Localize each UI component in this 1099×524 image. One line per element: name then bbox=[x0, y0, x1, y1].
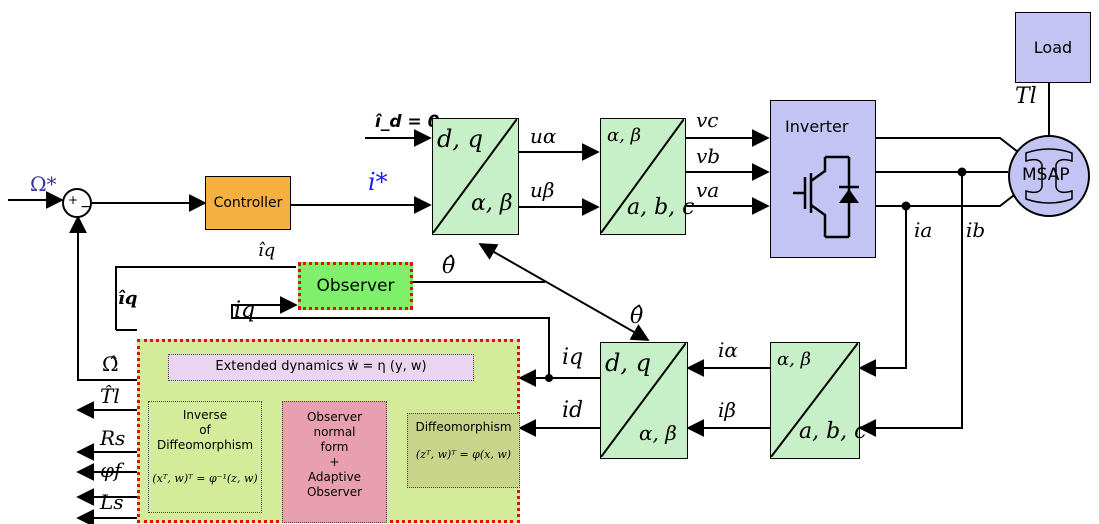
normal-form-line-1: Observer bbox=[306, 410, 363, 424]
controller-label: Controller bbox=[213, 195, 283, 211]
diagonal-line bbox=[771, 343, 858, 457]
diffeomorphism-title: Diffeomorphism bbox=[415, 420, 512, 434]
iq-hat-bold-label: îq bbox=[118, 288, 138, 309]
dq-block-top-label: d, q bbox=[437, 125, 483, 153]
normal-form-line-6: Observer bbox=[306, 485, 363, 499]
i-beta-label: iβ bbox=[718, 398, 736, 422]
summing-junction bbox=[62, 188, 92, 218]
load-block: Load bbox=[1015, 12, 1091, 83]
diagonal-line bbox=[601, 343, 686, 457]
i-q-out-label: iq bbox=[562, 345, 584, 370]
inverter-label: Inverter bbox=[785, 117, 849, 136]
t-l-hat-label: T̂l bbox=[100, 384, 120, 408]
observer-label: Observer bbox=[316, 276, 395, 296]
motor-label: MSAP bbox=[1022, 165, 1070, 185]
diffeomorphism-equation: (zᵀ, w)ᵀ = φ(x, w) bbox=[415, 448, 512, 461]
u-beta-label: uβ bbox=[530, 178, 555, 202]
extended-dynamics-label: Extended dynamics ẇ = η (y, w) bbox=[215, 359, 427, 374]
adaptive-observer-panel: Extended dynamics ẇ = η (y, w) Inverse o… bbox=[137, 339, 520, 523]
theta-hat-top-label: θ̂ bbox=[442, 254, 456, 279]
i-alpha-label: iα bbox=[718, 338, 738, 362]
i-star-label: i* bbox=[368, 168, 388, 196]
iq-in-label: iq bbox=[234, 298, 256, 323]
observer-block: Observer bbox=[298, 262, 413, 310]
id-ref-label: î_d = 0 bbox=[375, 112, 440, 132]
sum-plus-sign: + bbox=[68, 193, 79, 207]
motor-msap: MSAP bbox=[1008, 135, 1090, 217]
abc-block-bottom-label: a, b, c bbox=[799, 419, 867, 444]
diagonal-line bbox=[433, 119, 517, 233]
normal-form-line-2: normal bbox=[313, 425, 356, 439]
normal-form-line-3: form bbox=[320, 440, 349, 454]
t-l-label: Tl bbox=[1015, 84, 1037, 109]
abc-to-alphabeta-block: α, β a, b, c bbox=[770, 342, 867, 459]
igbt-icon bbox=[793, 155, 859, 239]
dq-block-bottom-label: α, β bbox=[471, 191, 513, 216]
v-c-label: vc bbox=[696, 108, 719, 132]
alphabeta-to-abc-block: α, β a, b, c bbox=[600, 118, 695, 235]
load-label: Load bbox=[1033, 38, 1073, 57]
i-b-label: ib bbox=[966, 218, 986, 242]
extended-dynamics-box: Extended dynamics ẇ = η (y, w) bbox=[168, 354, 474, 381]
i-d-out-label: id bbox=[562, 398, 584, 423]
sum-minus-sign: − bbox=[80, 199, 92, 215]
phi-f-label: φf bbox=[100, 458, 122, 482]
l-s-label: Ls bbox=[100, 490, 124, 514]
normal-form-line-4: + bbox=[329, 455, 340, 469]
r-s-label: Rs bbox=[100, 426, 126, 450]
omega-ref-label: Ω* bbox=[30, 172, 57, 196]
v-b-label: vb bbox=[696, 144, 721, 168]
iq-hat-label: îq bbox=[258, 240, 276, 261]
abc-block-top-label: α, β bbox=[777, 349, 812, 370]
diagonal-line bbox=[601, 119, 684, 233]
inverse-equation: (xᵀ, w)ᵀ = φ⁻¹(z, w) bbox=[152, 472, 258, 485]
controller-block: Controller bbox=[205, 176, 291, 230]
dq-to-alphabeta-block: d, q α, β bbox=[432, 118, 519, 235]
theta-hat-mid-label: θ̂ bbox=[630, 304, 644, 329]
i-a-label: ia bbox=[914, 218, 933, 242]
dq2-block-top-label: d, q bbox=[605, 349, 651, 377]
u-alpha-label: uα bbox=[530, 124, 557, 148]
inverse-title-line-2: of bbox=[199, 423, 211, 437]
inverter-block: Inverter bbox=[770, 100, 876, 258]
alphabeta-to-dq-block: d, q α, β bbox=[600, 342, 688, 459]
dq2-block-bottom-label: α, β bbox=[639, 421, 677, 445]
v-a-label: va bbox=[696, 178, 720, 202]
ab-block-top-label: α, β bbox=[607, 125, 642, 146]
normal-form-box: Observer normal form + Adaptive Observer bbox=[282, 401, 387, 523]
diffeomorphism-box: Diffeomorphism (zᵀ, w)ᵀ = φ(x, w) bbox=[407, 413, 520, 488]
omega-hat-label: Ω̂ bbox=[102, 352, 119, 376]
inverse-title-line-3: Diffeomorphism bbox=[156, 438, 254, 452]
ab-block-bottom-label: a, b, c bbox=[627, 195, 695, 220]
inverse-diffeomorphism-box: Inverse of Diffeomorphism (xᵀ, w)ᵀ = φ⁻¹… bbox=[148, 401, 262, 513]
rotor-icon bbox=[1025, 148, 1073, 204]
normal-form-line-5: Adaptive bbox=[307, 470, 362, 484]
inverse-title-line-1: Inverse bbox=[182, 408, 228, 422]
